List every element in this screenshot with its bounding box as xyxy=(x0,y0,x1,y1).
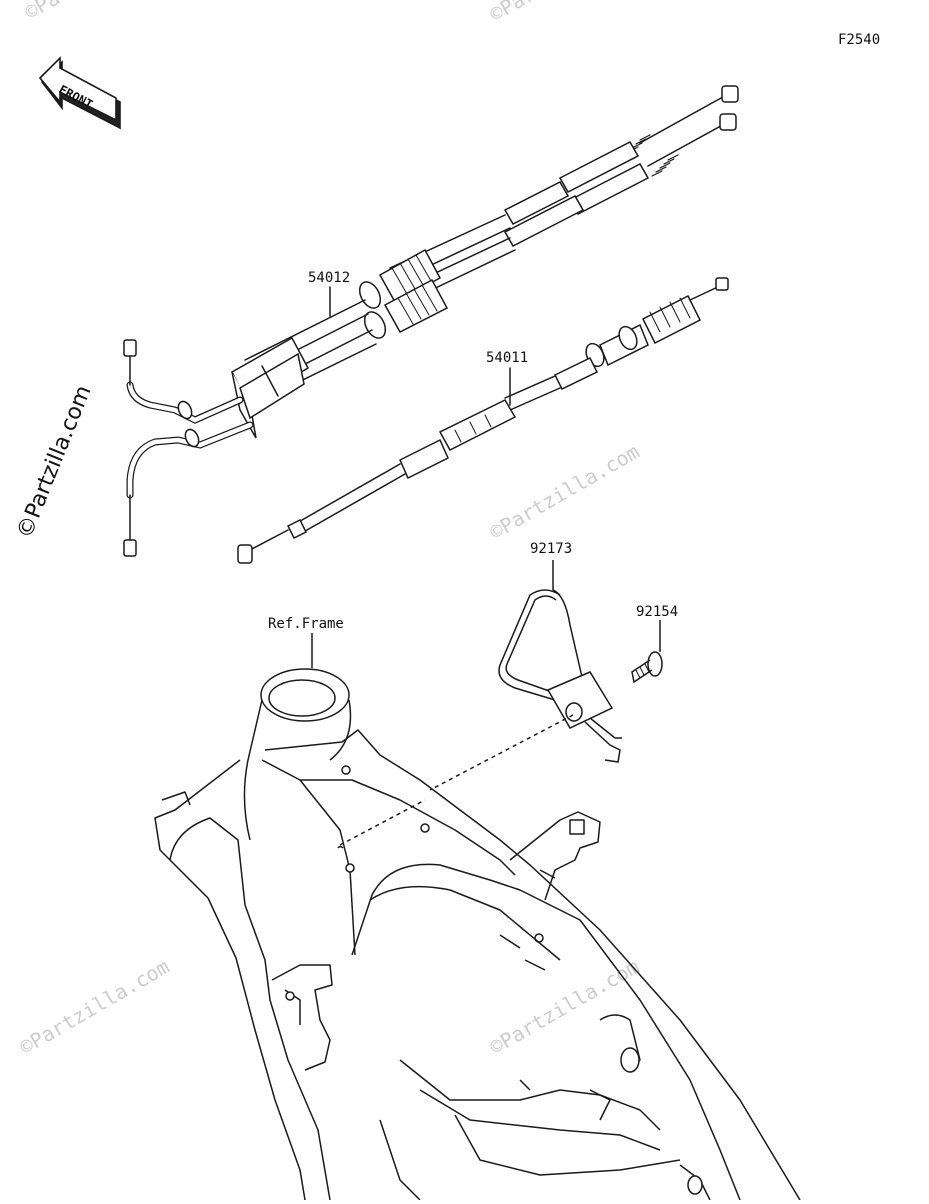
bolt xyxy=(631,620,663,684)
callout-92173: 92173 xyxy=(530,541,572,557)
watermark: ©Partzilla.com xyxy=(486,0,644,26)
watermark-side: ©Partzilla.com xyxy=(12,382,96,542)
callout-54012: 54012 xyxy=(308,270,350,286)
front-arrow-icon xyxy=(38,56,121,130)
figure-code: F2540 xyxy=(838,32,880,48)
watermark: ©Partzilla.com xyxy=(16,954,174,1059)
cable-guide xyxy=(429,560,622,791)
watermark: ©Partzilla.com xyxy=(21,0,179,24)
frame-reference xyxy=(154,633,801,1201)
callout-54011: 54011 xyxy=(486,350,528,366)
watermarks: ©Partzilla.com ©Partzilla.com ©Partzilla… xyxy=(16,0,644,1059)
clutch-cable xyxy=(237,277,729,564)
callout-ref-frame: Ref.Frame xyxy=(268,616,344,632)
watermark: ©Partzilla.com xyxy=(486,439,644,544)
watermark: ©Partzilla.com xyxy=(486,954,644,1059)
callout-92154: 92154 xyxy=(636,604,678,620)
throttle-cable-assembly xyxy=(123,85,739,557)
